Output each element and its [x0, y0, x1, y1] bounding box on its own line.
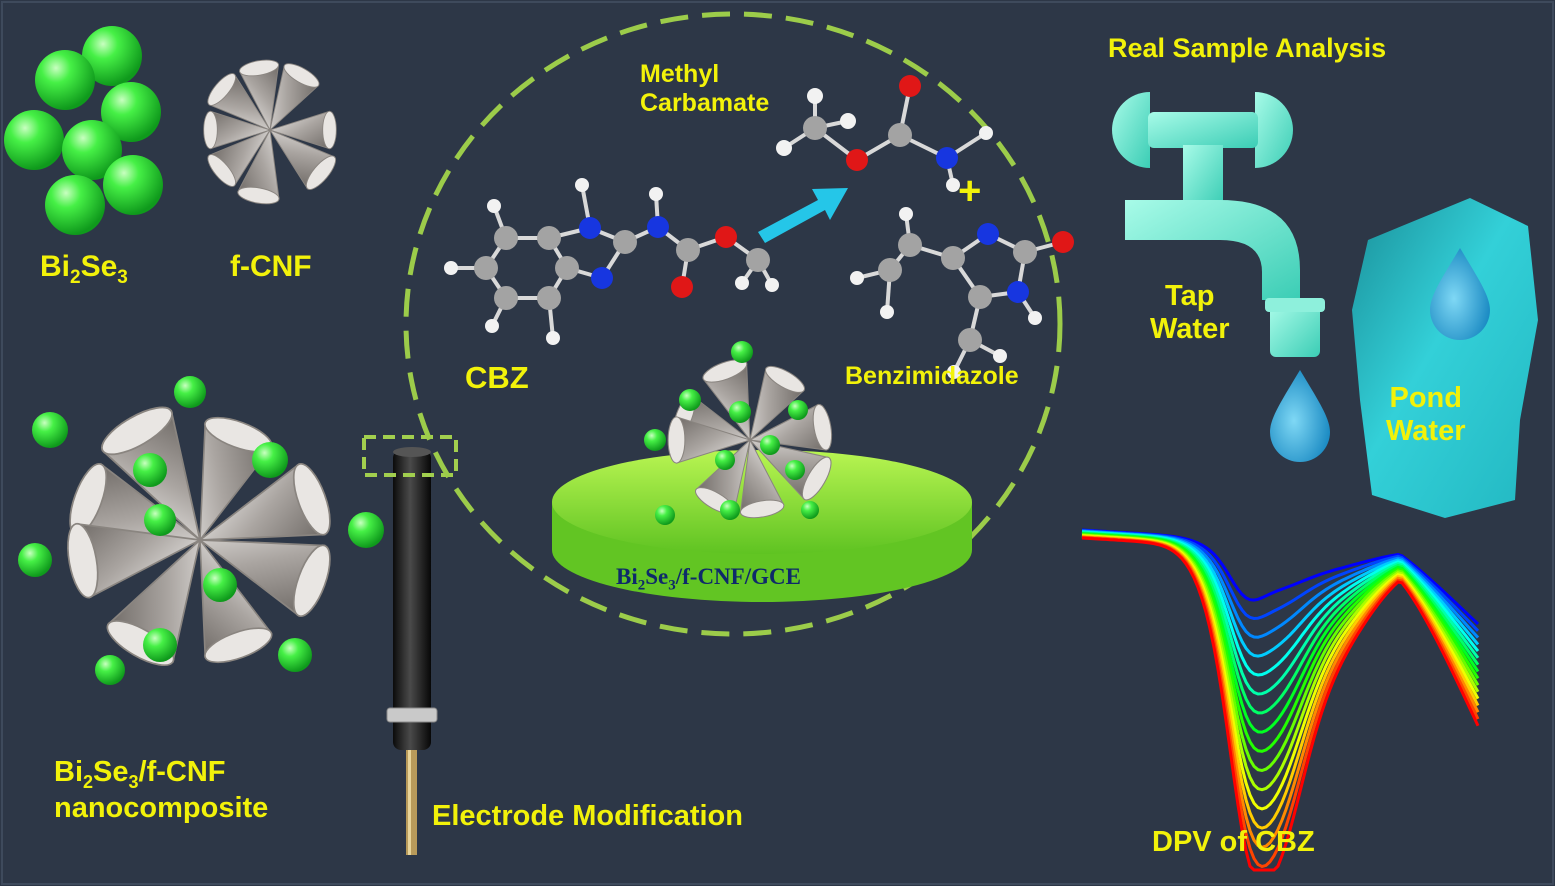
water-tap-icon — [1112, 92, 1325, 357]
fcnf-label: f-CNF — [230, 250, 312, 283]
composite-label: Bi2Se3/f-CNF nanocomposite — [54, 756, 269, 825]
electrode-modification-label: Electrode Modification — [432, 800, 743, 832]
tap-water-drop-icon — [1270, 370, 1330, 462]
cbz-label: CBZ — [465, 360, 529, 395]
reaction-arrow-icon — [758, 188, 848, 243]
electrode-rod-icon — [386, 447, 438, 855]
benzimidazole-label: Benzimidazole — [845, 362, 1019, 390]
real-sample-analysis-title: Real Sample Analysis — [1108, 33, 1387, 63]
dpv-curve — [1081, 531, 1480, 715]
dpv-label: DPV of CBZ — [1152, 826, 1315, 858]
bi2se3-nanoparticle-icon — [4, 26, 163, 235]
zoom-circle — [403, 11, 1063, 637]
cbz-molecule-icon — [444, 178, 779, 345]
dpv-curves-icon — [1081, 528, 1480, 872]
benzimidazole-molecule-icon — [850, 207, 1074, 379]
electrode-disc-label: Bi2Se3/f-CNF/GCE — [616, 564, 801, 594]
fcnf-cone-icon — [203, 56, 341, 208]
dpv-curve — [1081, 532, 1480, 734]
composite-nanostructure-icon — [18, 376, 384, 685]
dpv-curve — [1081, 536, 1480, 872]
pond-water-icon — [1352, 198, 1538, 518]
dpv-curve — [1081, 531, 1480, 696]
modified-surface-nanostructure-icon — [644, 341, 837, 525]
plus-sign: + — [958, 169, 982, 213]
methyl-carbamate-molecule-icon — [776, 75, 993, 192]
electrode-tip-highlight — [362, 435, 458, 477]
bi2se3-label: Bi2Se3 — [40, 250, 128, 288]
